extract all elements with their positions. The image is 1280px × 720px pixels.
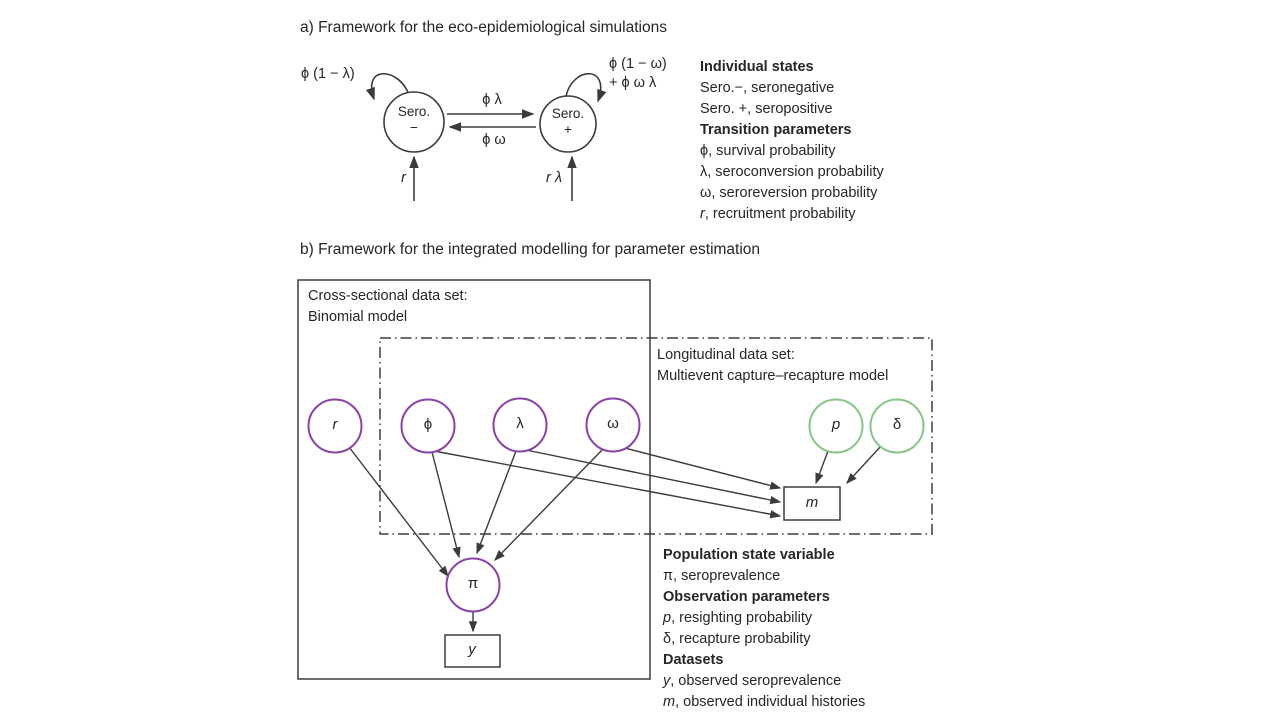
- longitudinal-label: Longitudinal data set: Multievent captur…: [657, 345, 888, 387]
- legend-item: Sero. +, seropositive: [700, 101, 833, 117]
- node-y-label: y: [468, 641, 476, 658]
- arrow-phi-to-pi: [431, 451, 461, 559]
- recruitment-left-label: r: [401, 170, 406, 186]
- legend-item: ω, seroreversion probability: [700, 183, 884, 204]
- panel-b-arrows: [348, 445, 882, 633]
- arrow-omega-to-m: [620, 446, 782, 490]
- panel-b-title: b) Framework for the integrated modellin…: [300, 241, 761, 258]
- panel-a-legend: Individual states Sero.−, seronegative S…: [700, 57, 884, 225]
- legend-item: m, observed individual histories: [663, 692, 865, 713]
- arrow-p-to-m: [815, 450, 829, 485]
- cross-sectional-label: Cross-sectional data set: Binomial model: [308, 286, 468, 328]
- node-lambda-circle: [492, 397, 548, 453]
- state-seropositive-circle: [539, 95, 597, 153]
- node-phi-circle: [400, 398, 456, 454]
- self-loop-right-label-line2: + ϕ ω λ: [609, 75, 657, 91]
- legend-heading: Transition parameters: [700, 122, 852, 138]
- state-seropositive-sign: +: [564, 122, 572, 137]
- legend-symbol: π: [663, 568, 674, 584]
- node-delta-label: δ: [892, 416, 902, 433]
- node-pi-label: π: [467, 575, 479, 592]
- legend-text: , seroreversion probability: [711, 185, 878, 201]
- state-seropositive-label: Sero. +: [533, 106, 603, 138]
- node-m-box: [783, 486, 841, 521]
- node-r-label: r: [332, 416, 338, 433]
- legend-item: r, recruitment probability: [700, 204, 884, 225]
- arrow-delta-to-m: [846, 445, 882, 485]
- legend-heading: Observation parameters: [663, 589, 830, 605]
- node-m-label: m: [805, 494, 819, 511]
- seroconversion-label: ϕ λ: [482, 92, 502, 108]
- legend-item: y, observed seroprevalence: [663, 671, 865, 692]
- state-seropositive-name: Sero.: [551, 106, 585, 121]
- legend-text: , observed individual histories: [675, 694, 866, 710]
- node-omega-label: ω: [607, 415, 619, 432]
- self-loop-seronegative-arrow: [365, 73, 410, 101]
- legend-symbol: p: [663, 610, 672, 626]
- cross-sectional-box: [297, 279, 651, 680]
- node-y-box: [444, 634, 501, 668]
- legend-heading: Population state variable: [663, 547, 835, 563]
- legend-symbol: ω: [700, 185, 712, 201]
- longitudinal-box: [379, 337, 933, 535]
- legend-heading: Datasets: [663, 652, 724, 668]
- recruitment-right-label: r λ: [546, 170, 562, 186]
- node-p-circle: [808, 398, 864, 454]
- legend-symbol: m: [663, 694, 676, 710]
- arrow-lambda-to-pi: [476, 450, 517, 555]
- legend-symbol: ϕ: [700, 143, 709, 159]
- node-lambda-label: λ: [516, 415, 524, 432]
- legend-symbol: y: [663, 673, 671, 689]
- longitudinal-label-line1: Longitudinal data set:: [657, 347, 795, 363]
- panel-b-legend: Population state variable π, seroprevale…: [663, 545, 865, 713]
- panel-a-shapes: [365, 73, 607, 201]
- legend-text: , seroconversion probability: [707, 164, 884, 180]
- node-delta-circle: [869, 398, 925, 454]
- legend-item: π, seroprevalence: [663, 566, 865, 587]
- cross-sectional-label-line1: Cross-sectional data set:: [308, 288, 468, 304]
- state-seronegative-sign: −: [410, 120, 418, 135]
- legend-text: , recruitment probability: [704, 206, 856, 222]
- arrow-phi-to-m: [433, 450, 782, 519]
- self-loop-right-label-line1: ϕ (1 − ω): [609, 56, 667, 72]
- panel-a-title: a) Framework for the eco-epidemiological…: [300, 19, 667, 36]
- state-seronegative-label: Sero. −: [379, 104, 449, 136]
- self-loop-seropositive-arrow: [565, 73, 607, 103]
- legend-heading: Individual states: [700, 59, 814, 75]
- legend-text: , observed seroprevalence: [670, 673, 842, 689]
- legend-item: p, resighting probability: [663, 608, 865, 629]
- legend-symbol: λ: [700, 164, 708, 180]
- seroreversion-label: ϕ ω: [482, 132, 506, 148]
- legend-item: Sero.−, seronegative: [700, 80, 835, 96]
- arrow-r-to-pi: [348, 446, 449, 578]
- node-pi-circle: [445, 557, 501, 613]
- parameter-nodes: [307, 397, 925, 613]
- legend-text: , survival probability: [708, 143, 836, 159]
- legend-symbol: δ: [663, 631, 672, 647]
- node-omega-circle: [585, 397, 641, 453]
- node-p-label: p: [831, 416, 841, 433]
- legend-item: λ, seroconversion probability: [700, 162, 884, 183]
- node-r-circle: [307, 398, 363, 454]
- legend-item: ϕ, survival probability: [700, 141, 884, 162]
- longitudinal-label-line2: Multievent capture–recapture model: [657, 368, 889, 384]
- node-phi-label: ϕ: [423, 416, 433, 433]
- panel-b-shapes: [297, 279, 933, 680]
- self-loop-right-label: ϕ (1 − ω) + ϕ ω λ: [609, 56, 667, 91]
- legend-item: δ, recapture probability: [663, 629, 865, 650]
- arrow-lambda-to-m: [525, 449, 782, 505]
- legend-text: , recapture probability: [671, 631, 811, 647]
- legend-text: , resighting probability: [671, 610, 813, 626]
- cross-sectional-label-line2: Binomial model: [308, 309, 408, 325]
- legend-text: , seroprevalence: [673, 568, 781, 584]
- state-seronegative-name: Sero.: [397, 104, 431, 119]
- arrow-omega-to-pi: [494, 447, 605, 562]
- legend-symbol: r: [700, 206, 705, 222]
- self-loop-left-label: ϕ (1 − λ): [301, 66, 355, 82]
- state-seronegative-circle: [383, 91, 445, 153]
